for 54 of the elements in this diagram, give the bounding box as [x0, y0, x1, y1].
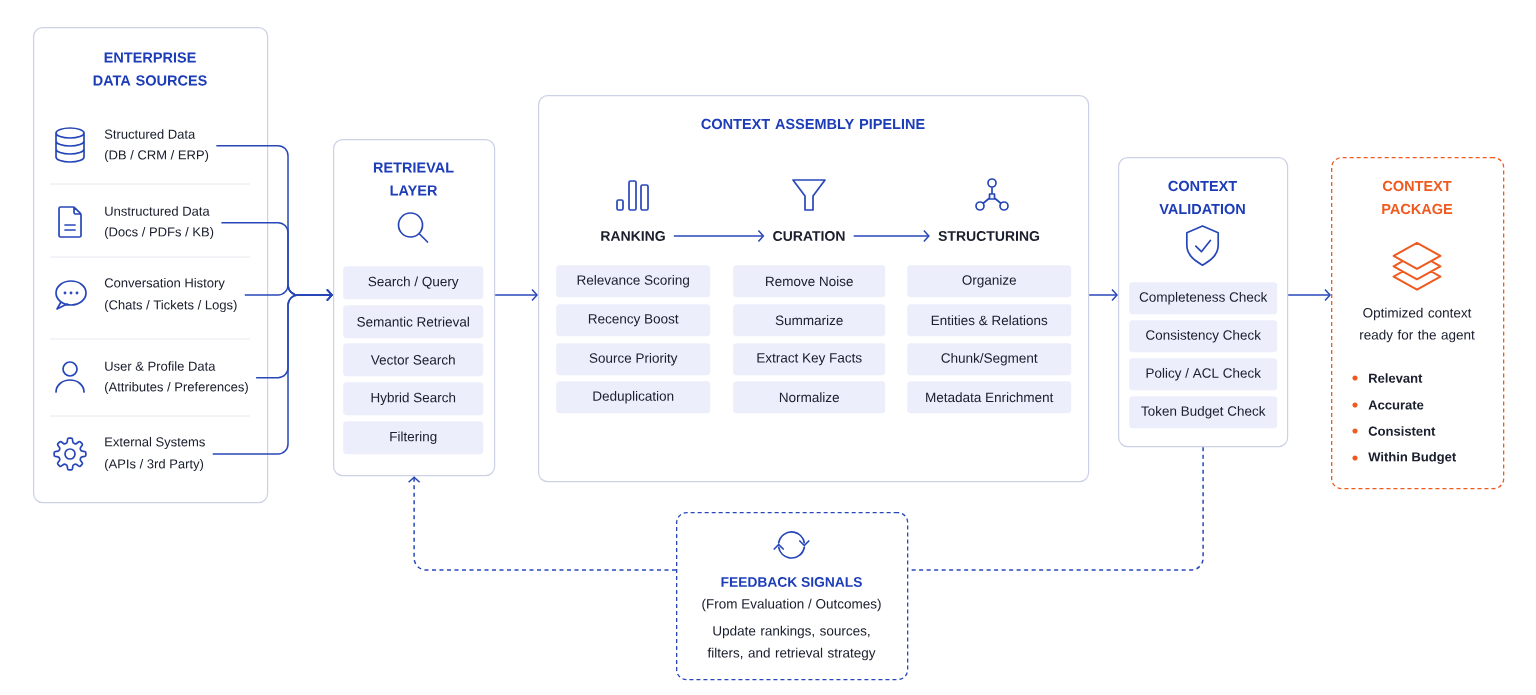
stage-label: CURATION: [773, 231, 845, 241]
step-box: Completeness Check: [1129, 282, 1278, 315]
description-text: (From Evaluation / Outcomes): [702, 598, 881, 612]
step-box: Chunk/Segment: [907, 343, 1072, 376]
step-box: Extract Key Facts: [733, 343, 886, 376]
step-box: Hybrid Search: [343, 382, 484, 416]
panel-heading: FEEDBACK SIGNALS: [721, 577, 862, 587]
step-box: Source Priority: [556, 343, 711, 376]
step-box: Semantic Retrieval: [343, 305, 484, 339]
step-box: Relevance Scoring: [556, 265, 711, 298]
bullet-text: Relevant: [1369, 373, 1423, 383]
step-box: Filtering: [343, 421, 484, 455]
arrow: [673, 229, 765, 243]
stage-label: STRUCTURING: [938, 231, 1040, 241]
step-box: Consistency Check: [1129, 320, 1278, 353]
step-box: Entities & Relations: [907, 304, 1072, 337]
panel-heading: ENTERPRISE DATA SOURCES: [93, 52, 207, 86]
arrow: [407, 476, 677, 571]
bullet-text: Accurate: [1368, 400, 1424, 410]
step-box: Remove Noise: [733, 265, 886, 298]
step-box: Normalize: [733, 381, 886, 414]
arrow: [212, 288, 333, 455]
source-name: User & Profile Data: [105, 361, 216, 371]
step-box: Search / Query: [343, 266, 484, 300]
source-name: Conversation History: [104, 277, 225, 291]
arrow: [494, 288, 538, 302]
source-detail: (Attributes / Preferences): [105, 381, 248, 395]
source-detail: (DB / CRM / ERP): [105, 149, 209, 163]
step-box: Metadata Enrichment: [907, 381, 1072, 414]
bullet-text: Within Budget: [1368, 451, 1457, 465]
source-detail: (Docs / PDFs / KB): [105, 226, 214, 240]
stage-label: RANKING: [601, 231, 665, 241]
panel-heading: CONTEXT PACKAGE: [1382, 180, 1453, 215]
step-box: Recency Boost: [556, 304, 711, 337]
source-detail: (APIs / 3rd Party): [105, 458, 204, 472]
step-box: Vector Search: [343, 343, 484, 377]
arrow: [1088, 288, 1118, 302]
step-box: Deduplication: [556, 381, 711, 414]
panel-heading: CONTEXT VALIDATION: [1159, 180, 1245, 215]
step-box: Summarize: [733, 304, 886, 337]
panel-heading: RETRIEVAL LAYER: [373, 162, 454, 196]
source-detail: (Chats / Tickets / Logs): [105, 299, 237, 313]
arrow: [852, 229, 930, 243]
source-name: Structured Data: [104, 129, 196, 139]
bullet-text: Consistent: [1368, 426, 1436, 436]
step-box: Policy / ACL Check: [1129, 358, 1278, 391]
step-box: Token Budget Check: [1129, 396, 1278, 429]
source-name: Unstructured Data: [105, 206, 210, 216]
panel-heading: CONTEXT ASSEMBLY PIPELINE: [701, 118, 925, 130]
description-text: Update rankings, sources, filters, and retrieval strategy: [707, 625, 876, 661]
step-box: Organize: [907, 265, 1072, 298]
arrow: [1287, 288, 1331, 302]
source-name: External Systems: [105, 436, 205, 450]
description-text: Optimized context ready for the agent: [1360, 307, 1475, 343]
